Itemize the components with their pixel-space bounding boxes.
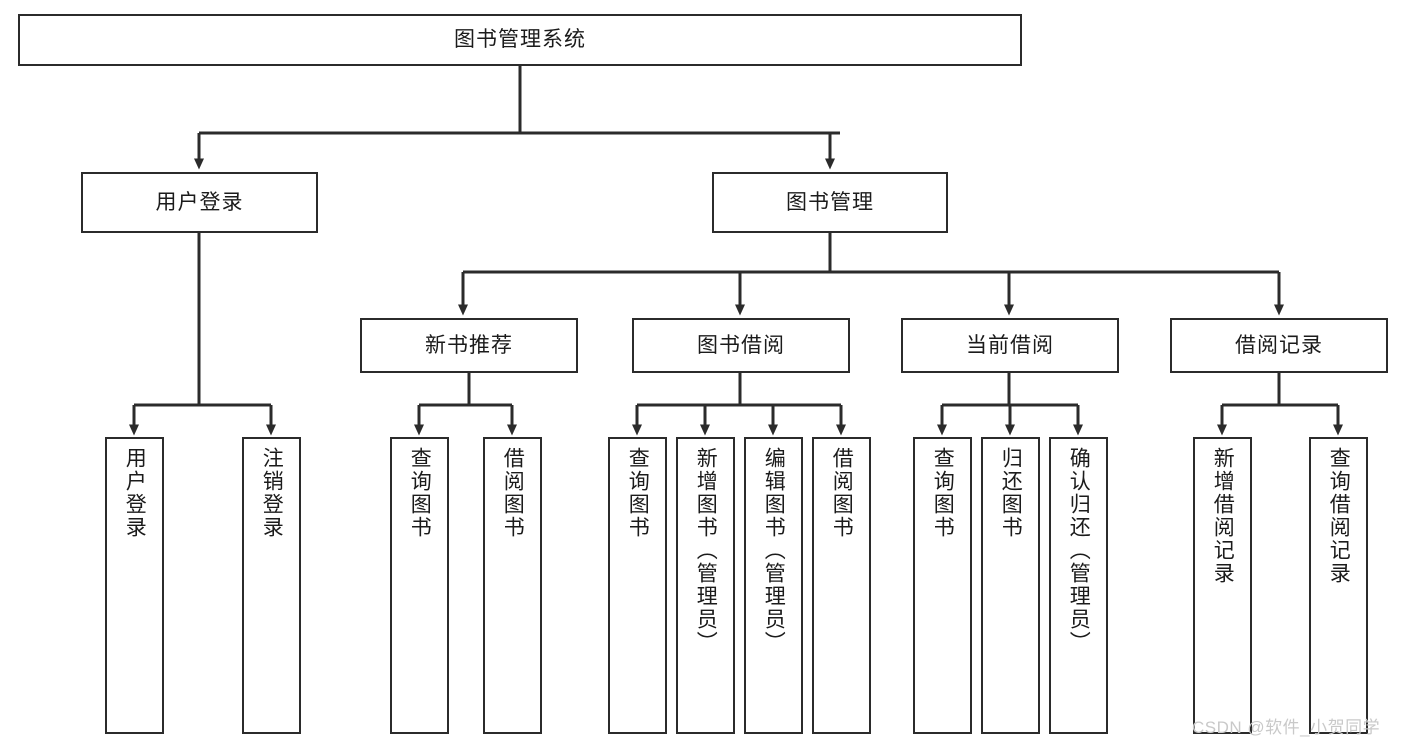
node-book-borrow-label: 图书借阅 <box>697 333 785 357</box>
node-user-login[interactable]: 用户登录 <box>81 172 318 233</box>
node-book-management[interactable]: 图书管理 <box>712 172 948 233</box>
leaf-borrow-borrow-book[interactable]: 借阅图书 <box>812 437 871 734</box>
node-book-management-label: 图书管理 <box>786 190 874 214</box>
node-current-borrow-label: 当前借阅 <box>966 333 1054 357</box>
leaf-label: 新增借阅记录 <box>1211 447 1235 585</box>
leaf-new-book-borrow[interactable]: 借阅图书 <box>483 437 542 734</box>
leaf-label: 用户登录 <box>123 447 147 539</box>
leaf-label: 注销登录 <box>260 447 284 539</box>
node-root[interactable]: 图书管理系统 <box>18 14 1022 66</box>
leaf-label: 查询图书 <box>626 447 650 539</box>
leaf-borrow-add-book-admin[interactable]: 新增图书（管理员） <box>676 437 735 734</box>
leaf-label: 借阅图书 <box>830 447 854 539</box>
leaf-label: 借阅图书 <box>501 447 525 539</box>
node-new-book-recommend-label: 新书推荐 <box>425 333 513 357</box>
node-borrow-record-label: 借阅记录 <box>1235 333 1323 357</box>
node-new-book-recommend[interactable]: 新书推荐 <box>360 318 578 373</box>
leaf-current-confirm-return-admin[interactable]: 确认归还（管理员） <box>1049 437 1108 734</box>
node-root-label: 图书管理系统 <box>454 28 586 52</box>
leaf-label: 归还图书 <box>999 447 1023 539</box>
leaf-label: 查询图书 <box>408 447 432 539</box>
leaf-label: 查询图书 <box>931 447 955 539</box>
leaf-current-return-book[interactable]: 归还图书 <box>981 437 1040 734</box>
leaf-label: 查询借阅记录 <box>1327 447 1351 585</box>
leaf-label: 新增图书（管理员） <box>694 447 718 654</box>
leaf-new-book-query[interactable]: 查询图书 <box>390 437 449 734</box>
node-user-login-label: 用户登录 <box>155 190 244 214</box>
leaf-user-login-logout[interactable]: 注销登录 <box>242 437 301 734</box>
node-borrow-record[interactable]: 借阅记录 <box>1170 318 1388 373</box>
leaf-record-query-record[interactable]: 查询借阅记录 <box>1309 437 1368 734</box>
node-book-borrow[interactable]: 图书借阅 <box>632 318 850 373</box>
leaf-label: 确认归还（管理员） <box>1067 447 1091 654</box>
leaf-record-add-record[interactable]: 新增借阅记录 <box>1193 437 1252 734</box>
leaf-label: 编辑图书（管理员） <box>762 447 786 654</box>
node-current-borrow[interactable]: 当前借阅 <box>901 318 1119 373</box>
leaf-borrow-query-book[interactable]: 查询图书 <box>608 437 667 734</box>
leaf-borrow-edit-book-admin[interactable]: 编辑图书（管理员） <box>744 437 803 734</box>
leaf-user-login-login[interactable]: 用户登录 <box>105 437 164 734</box>
leaf-current-query-book[interactable]: 查询图书 <box>913 437 972 734</box>
